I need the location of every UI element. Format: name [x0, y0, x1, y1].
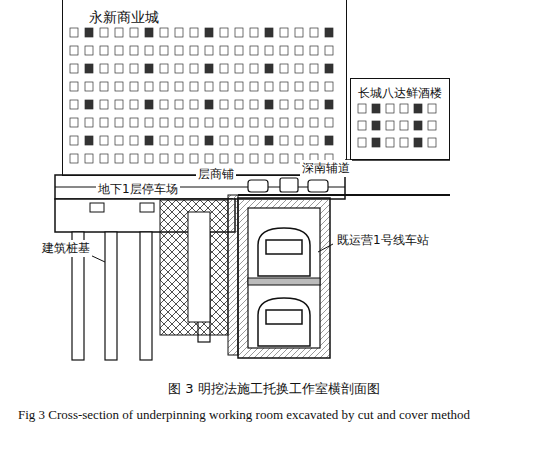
station-outer-wall [238, 198, 330, 358]
underpinning-zone [160, 200, 228, 335]
building-name: 长城八达鲜酒楼 [356, 85, 444, 102]
leader-line [90, 255, 105, 262]
building: 长城八达鲜酒楼 [350, 78, 450, 160]
leader-line [318, 244, 333, 252]
pile-label: 建筑桩基 [40, 240, 92, 257]
train-sections [258, 228, 310, 346]
retaining-wall [228, 195, 238, 355]
underpinning-beam [188, 212, 210, 322]
figure-caption: 图 3 明挖法施工托换工作室横剖面图 [168, 380, 380, 398]
caption-english: Fig 3 Cross-section of underpinning work… [18, 405, 528, 425]
floor-label: 地下1层停车场 [96, 181, 180, 198]
road-surface [238, 194, 450, 196]
station-label: 既运营1号线车站 [335, 232, 431, 249]
car [90, 203, 104, 212]
floor-label: 层商铺 [196, 166, 236, 183]
road-label: 深南辅道 [300, 160, 352, 177]
cars [248, 178, 328, 192]
station-mid-slab [248, 278, 320, 285]
building: 永新商业城 [62, 0, 347, 176]
station-inner [248, 208, 320, 348]
building-name: 永新商业城 [87, 9, 161, 27]
car [140, 203, 154, 212]
